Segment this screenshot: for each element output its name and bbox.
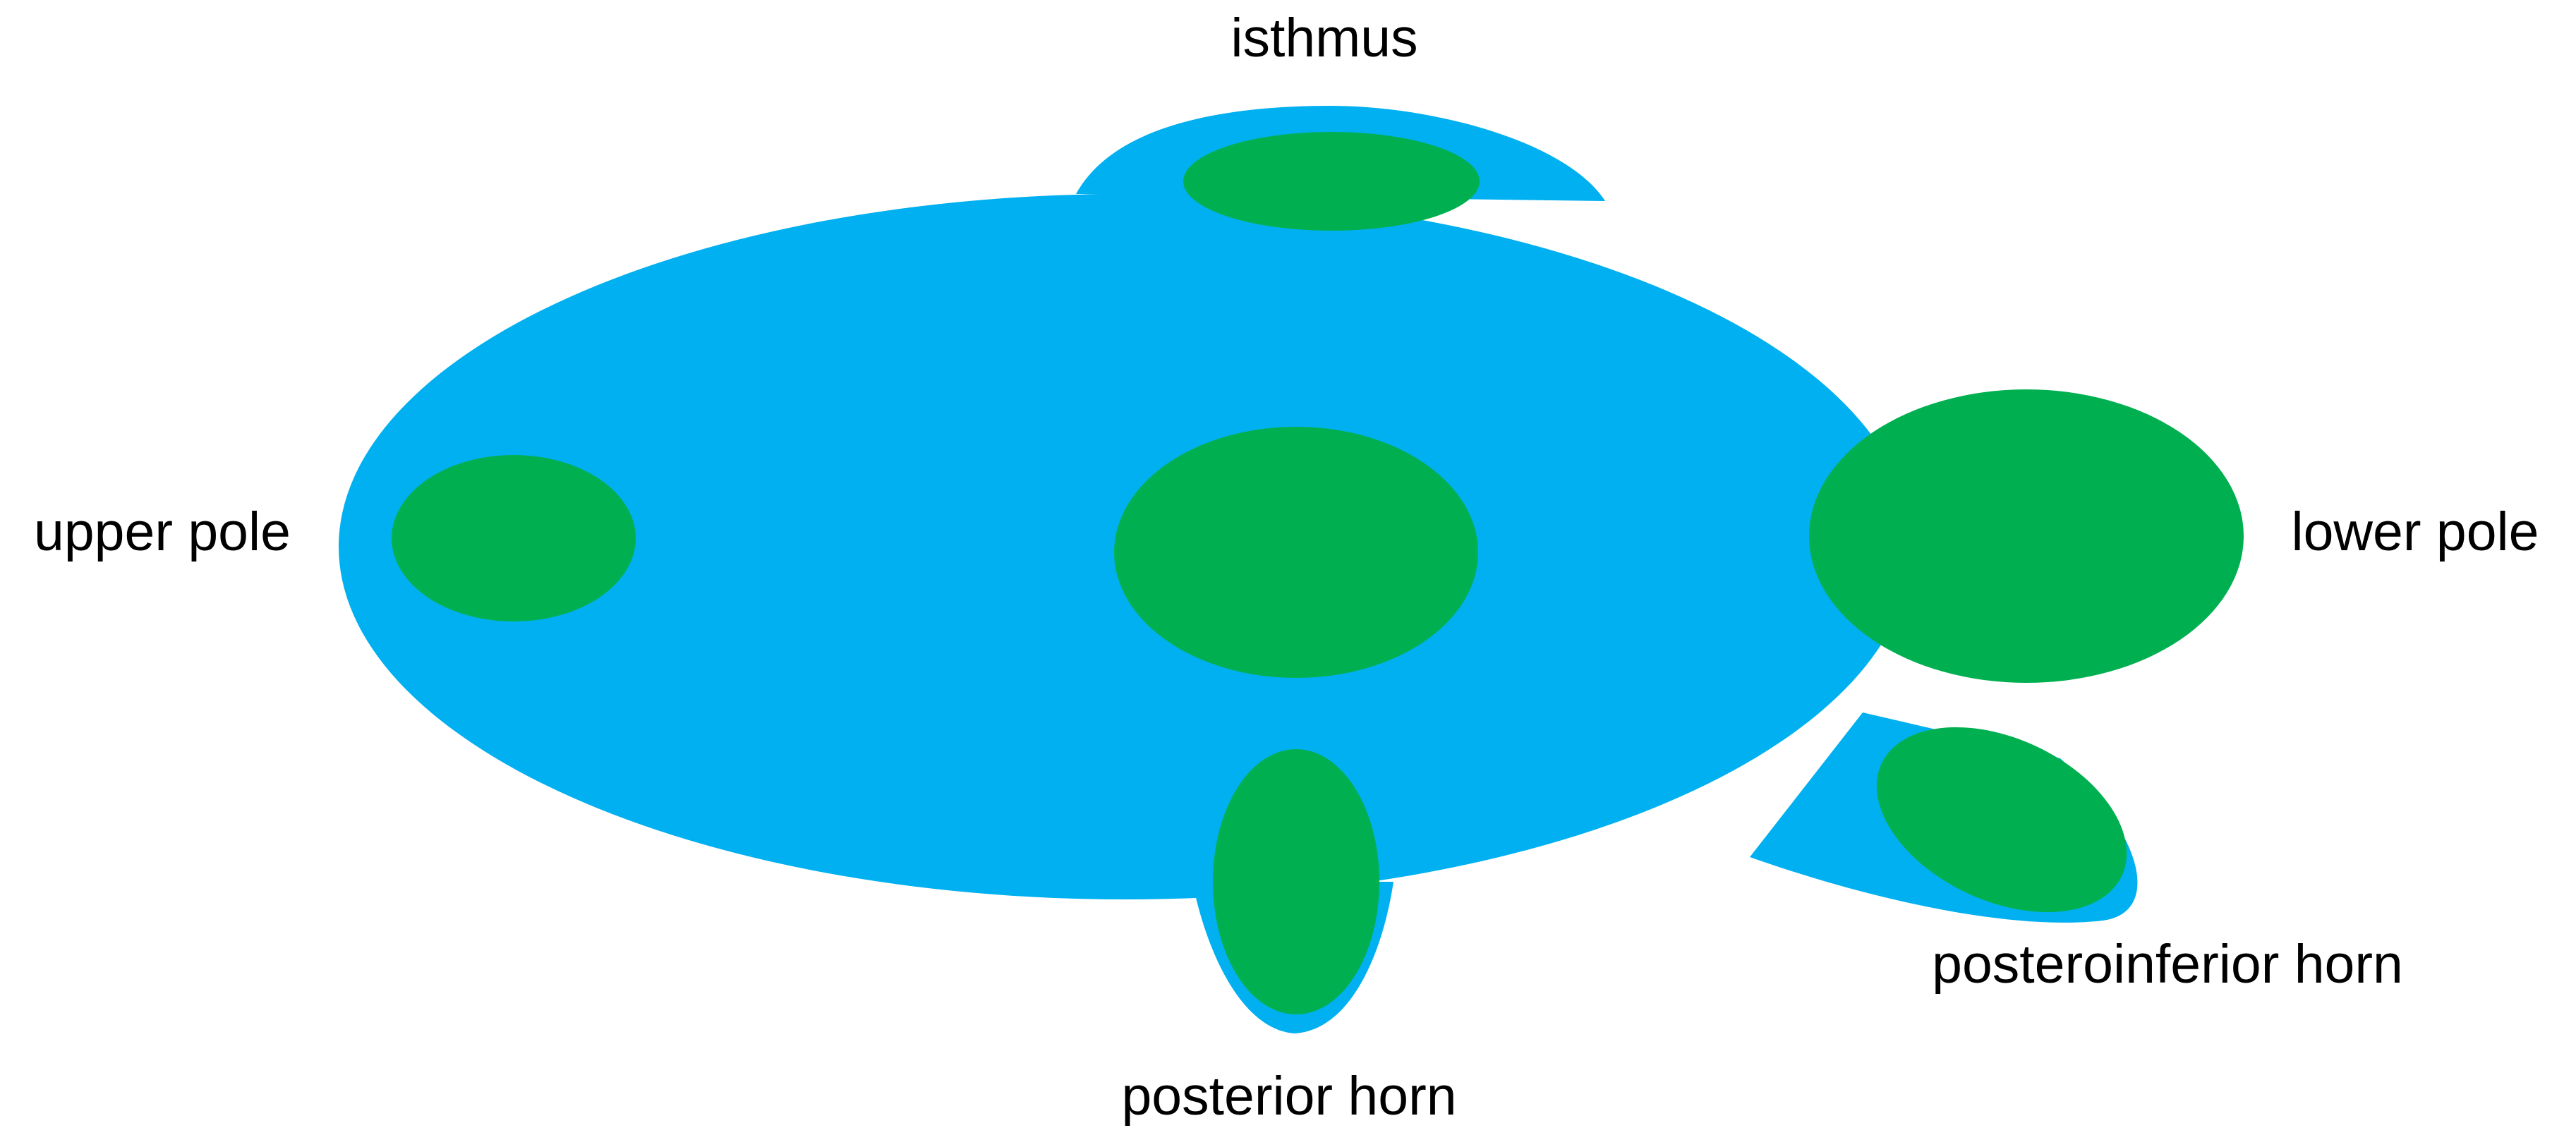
label-isthmus: isthmus xyxy=(1230,8,1417,68)
label-posteroinferior-horn: posteroinferior horn xyxy=(1932,934,2403,995)
label-upper-pole: upper pole xyxy=(34,502,291,562)
regions xyxy=(392,132,2244,1014)
region-upper-pole xyxy=(392,455,636,621)
label-posterior-horn: posterior horn xyxy=(1121,1066,1456,1127)
region-lower-pole xyxy=(1809,389,2244,683)
region-isthmus xyxy=(1183,132,1480,231)
label-lower-pole: lower pole xyxy=(2292,502,2539,562)
region-posteroinferior-horn xyxy=(1876,727,2127,913)
region-posterior-horn xyxy=(1213,749,1379,1014)
region-center xyxy=(1114,427,1478,678)
